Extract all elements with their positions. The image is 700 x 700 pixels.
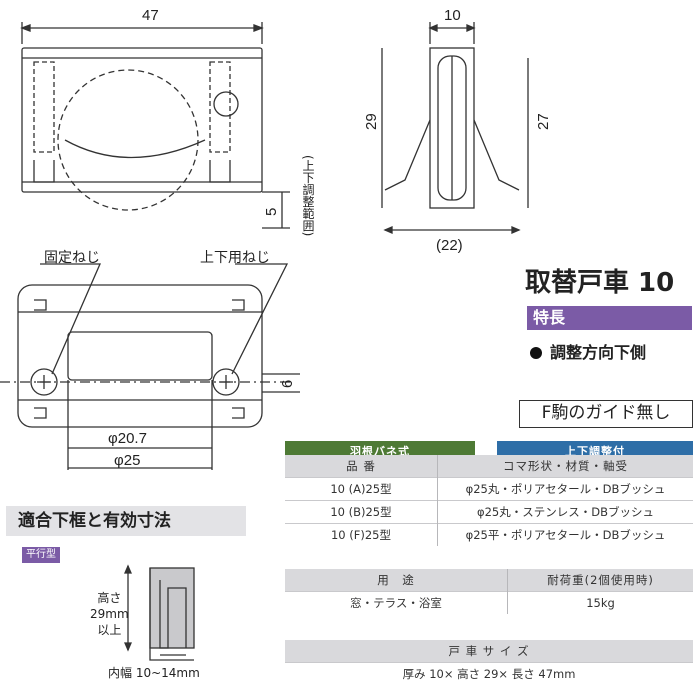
- frame-profile: [124, 564, 195, 661]
- dim-screw-6: 6: [279, 380, 296, 388]
- usage-table: 用 途 耐荷重(2個使用時) 窓・テラス・浴室 15kg: [285, 569, 693, 614]
- bottom-view-body: [17, 284, 263, 428]
- feature-item: 調整方向下側: [530, 339, 646, 363]
- col-header-part-no: 品 番: [285, 455, 438, 478]
- spec-table: 品 番 コマ形状・材質・軸受 10 (A)25型 φ25丸・ポリアセタール・DB…: [285, 455, 693, 546]
- dim-span-22: (22): [436, 237, 463, 254]
- dim-phi-20-7: φ20.7: [108, 430, 147, 447]
- table-row: 10 (F)25型 φ25平・ポリアセタール・DBブッシュ: [285, 523, 693, 546]
- label-adjust-screw: 上下用ねじ: [200, 249, 270, 265]
- frame-width-label: 内幅 10~14mm: [108, 666, 200, 680]
- table-row: 窓・テラス・浴室 15kg: [285, 591, 693, 614]
- col-header-load: 耐荷重(2個使用時): [507, 569, 693, 592]
- frame-type-tag: 平行型: [22, 547, 60, 563]
- col-header-spec: コマ形状・材質・軸受: [437, 455, 693, 478]
- dim-height-27: 27: [535, 113, 552, 130]
- roller-outline: [57, 69, 199, 211]
- table-row: 厚み 10× 高さ 29× 長さ 47mm: [285, 662, 693, 685]
- frame-heading: 適合下框と有効寸法: [6, 506, 246, 536]
- side-view-body: [429, 47, 475, 209]
- bullet-icon: [530, 347, 542, 359]
- product-title: 取替戸車 10: [525, 268, 675, 298]
- col-header-usage: 用 途: [285, 569, 508, 592]
- col-header-size: 戸 車 サ イ ズ: [285, 640, 693, 663]
- fixed-screw-head: [30, 368, 58, 396]
- table-row: 10 (B)25型 φ25丸・ステンレス・DBブッシュ: [285, 500, 693, 524]
- dim-adjust-5: 5: [263, 208, 280, 216]
- front-view-body: [21, 47, 263, 193]
- size-table: 戸 車 サ イ ズ 厚み 10× 高さ 29× 長さ 47mm: [285, 640, 693, 685]
- features-heading: 特長: [527, 306, 692, 330]
- adjust-screw-head: [212, 368, 240, 396]
- feature-text: 調整方向下側: [550, 343, 647, 362]
- dim-width-47: 47: [142, 7, 159, 24]
- dim-thickness-10: 10: [444, 7, 461, 24]
- table-row: 10 (A)25型 φ25丸・ポリアセタール・DBブッシュ: [285, 477, 693, 501]
- label-fixed-screw: 固定ねじ: [44, 249, 100, 265]
- frame-height-label: 高さ 29mm 以上: [90, 591, 129, 637]
- guide-note: F駒のガイド無し: [519, 400, 693, 428]
- adjust-range-label: (上下調整範囲): [301, 155, 315, 237]
- dim-height-29: 29: [363, 113, 380, 130]
- dim-phi-25: φ25: [114, 452, 140, 469]
